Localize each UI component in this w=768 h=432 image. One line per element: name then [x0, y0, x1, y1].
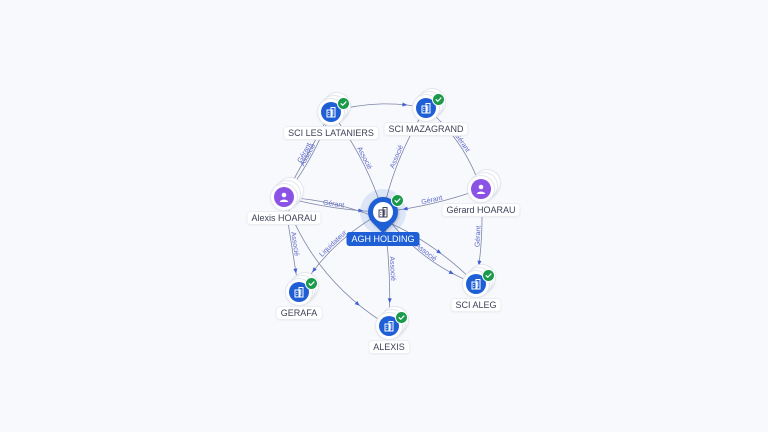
building-icon — [416, 98, 436, 118]
center-node-label: AGH HOLDING — [346, 232, 420, 246]
edge-arrow-icon — [293, 268, 298, 274]
check-icon — [482, 269, 495, 282]
edge-arrow-icon — [312, 267, 317, 273]
node-label: SCI ALEG — [451, 299, 501, 311]
edge-label: Gérant — [453, 132, 471, 154]
edge-arrow-icon — [402, 102, 408, 107]
person-icon — [471, 179, 491, 199]
building-icon — [289, 282, 309, 302]
edge-label: Associé — [289, 231, 300, 256]
edge-arrow-icon — [436, 249, 442, 254]
check-icon — [432, 93, 445, 106]
building-icon — [466, 274, 486, 294]
edge-arrow-icon — [354, 300, 360, 306]
building-icon — [373, 202, 393, 222]
edge-gerard-hoarau-to-sci-mazagrand — [425, 107, 482, 190]
node-label: GERAFA — [276, 307, 322, 319]
building-icon — [321, 102, 341, 122]
edge-arrow-icon — [448, 270, 454, 275]
edge-label: Associé — [355, 146, 373, 171]
check-icon — [305, 277, 318, 290]
node-label: SCI MAZAGRAND — [384, 123, 468, 135]
check-icon — [395, 311, 408, 324]
node-label: ALEXIS — [369, 341, 409, 353]
edge-label: Gérant — [474, 226, 482, 248]
node-label: SCI LES LATANIERS — [284, 127, 378, 139]
edge-arrow-icon — [387, 298, 392, 304]
node-label: Alexis HOARAU — [247, 212, 321, 224]
node-label: Gérard HOARAU — [442, 204, 520, 216]
edge-label: Associé — [389, 144, 405, 169]
edge-label: Liquidateur — [318, 229, 348, 258]
edge-label: Associé — [388, 256, 396, 281]
edge-arrow-icon — [477, 260, 482, 266]
edge-arrow-icon — [402, 206, 408, 211]
building-icon — [379, 316, 399, 336]
edge-label: Gérant — [322, 199, 344, 209]
person-icon — [274, 187, 294, 207]
check-icon — [337, 97, 350, 110]
check-icon — [391, 194, 404, 207]
edge-label: Gérant — [421, 195, 443, 207]
